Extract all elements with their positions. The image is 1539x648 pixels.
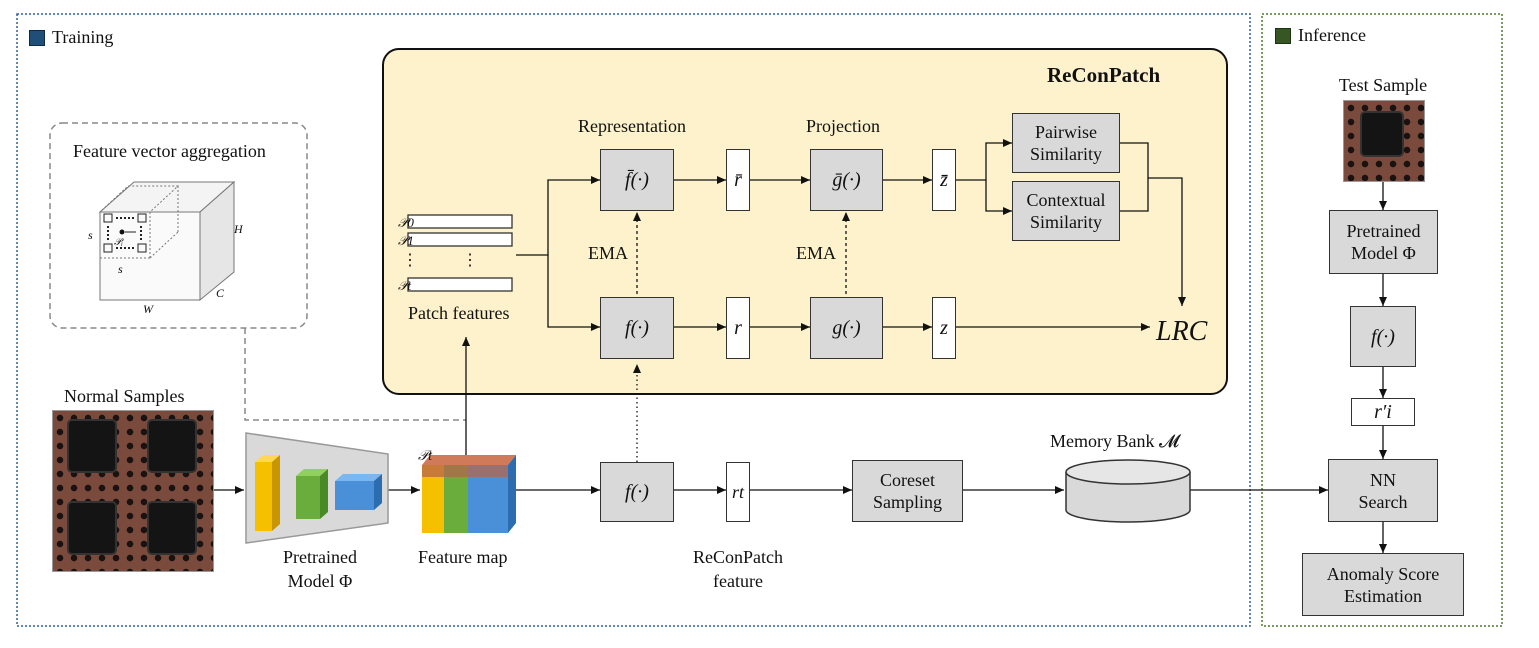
patch-label-pt: 𝒫t	[398, 278, 411, 293]
inf-pretrained-box: Pretrained Model Φ	[1329, 210, 1438, 274]
g-bar-node: ḡ(·)	[810, 149, 883, 211]
patch-label-dots: ⋮	[402, 252, 418, 269]
representation-label: Representation	[578, 116, 686, 136]
patch-branch	[516, 176, 600, 256]
aggregation-title: Feature vector aggregation	[73, 141, 266, 161]
aggregation-cube	[98, 180, 236, 302]
inference-legend-swatch	[1275, 28, 1291, 44]
agg-label-s-bottom: s	[118, 262, 123, 276]
test-sample-label: Test Sample	[1338, 75, 1428, 95]
patch-bar-dots: ⋮	[462, 252, 478, 269]
anomaly-line-2: Estimation	[1344, 585, 1422, 606]
ema-label-1: EMA	[588, 243, 628, 263]
coreset-line-1: Coreset	[880, 470, 935, 490]
nn-line-2: Search	[1358, 491, 1408, 512]
rt-node: rt	[726, 462, 750, 522]
pairwise-line-2: Similarity	[1030, 144, 1102, 164]
feature-map-block	[422, 455, 516, 533]
z-node: z	[932, 297, 956, 359]
z-bar-node: z̄	[932, 149, 956, 211]
reconpatch-title: ReConPatch	[1047, 63, 1161, 87]
pretrained-label-2: Model Φ	[287, 571, 353, 591]
pairwise-line-1: Pairwise	[1035, 122, 1097, 142]
normal-samples-label: Normal Samples	[64, 386, 185, 406]
aggregation-connector	[244, 328, 466, 421]
patch-label-p1: 𝒫1	[398, 233, 414, 248]
pairwise-similarity-box: Pairwise Similarity	[1012, 113, 1120, 173]
reconpatch-feature-label-2: feature	[713, 571, 763, 591]
similarity-merge	[1120, 142, 1149, 212]
ema-label-2: EMA	[796, 243, 836, 263]
test-chip	[1362, 113, 1402, 155]
agg-label-p-i: 𝒫ᵢ	[114, 237, 123, 248]
anomaly-line-1: Anomaly Score	[1326, 563, 1440, 584]
pretrained-label-1: Pretrained	[283, 547, 357, 567]
sample-chip-3	[69, 503, 115, 553]
anomaly-score-box: Anomaly Score Estimation	[1302, 553, 1464, 616]
sample-chip-2	[149, 421, 195, 471]
sample-chip-1	[69, 421, 115, 471]
contextual-line-2: Similarity	[1030, 212, 1102, 232]
agg-label-c: C	[216, 286, 225, 300]
nn-line-1: NN	[1370, 469, 1396, 490]
zbar-branch-down	[985, 180, 1012, 215]
f-node-train: f(·)	[600, 462, 674, 522]
inference-legend-label: Inference	[1298, 25, 1366, 45]
ri-node: r′i	[1351, 398, 1415, 426]
feature-map-pt: 𝒫t	[418, 449, 432, 464]
contextual-similarity-box: Contextual Similarity	[1012, 181, 1120, 241]
f-bar-node: f̄(·)	[600, 149, 674, 211]
inf-pretrained-line-1: Pretrained	[1346, 221, 1421, 241]
reconpatch-feature-label-1: ReConPatch	[693, 547, 783, 567]
agg-label-w: W	[143, 302, 153, 316]
projection-label: Projection	[806, 116, 880, 136]
g-node: g(·)	[810, 297, 883, 359]
coreset-line-2: Sampling	[872, 492, 942, 512]
pretrained-blocks	[255, 455, 382, 531]
coreset-sampling-box: Coreset Sampling	[852, 460, 963, 522]
zbar-branch-up	[956, 139, 1012, 181]
agg-label-s-left: s	[88, 228, 93, 242]
loss-label: LRC	[1156, 316, 1208, 347]
sample-chip-4	[149, 503, 195, 553]
feature-map-label: Feature map	[418, 547, 508, 567]
patch-branch-lower	[547, 255, 600, 331]
patch-features-label: Patch features	[408, 303, 510, 323]
contextual-line-1: Contextual	[1026, 190, 1106, 210]
arrow-to-loss-top	[1148, 177, 1186, 306]
patch-feature-bars	[407, 214, 513, 292]
r-bar-node: r̄	[726, 149, 750, 211]
patch-label-p0: 𝒫0	[398, 215, 414, 230]
training-frame	[16, 13, 1251, 627]
memory-bank-label: Memory Bank 𝓜	[1050, 431, 1180, 451]
training-legend-label: Training	[52, 27, 114, 47]
memory-bank-cylinder	[1065, 459, 1191, 523]
f-node-inner: f(·)	[600, 297, 674, 359]
inf-f-node: f(·)	[1350, 306, 1416, 367]
inference-frame	[1261, 13, 1503, 627]
nn-search-box: NN Search	[1328, 459, 1438, 522]
agg-label-h: H	[234, 222, 243, 236]
test-sample-image	[1343, 100, 1425, 182]
r-node: r	[726, 297, 750, 359]
normal-samples-image	[52, 410, 214, 572]
training-legend-swatch	[29, 30, 45, 46]
inf-pretrained-line-2: Model Φ	[1351, 243, 1416, 263]
